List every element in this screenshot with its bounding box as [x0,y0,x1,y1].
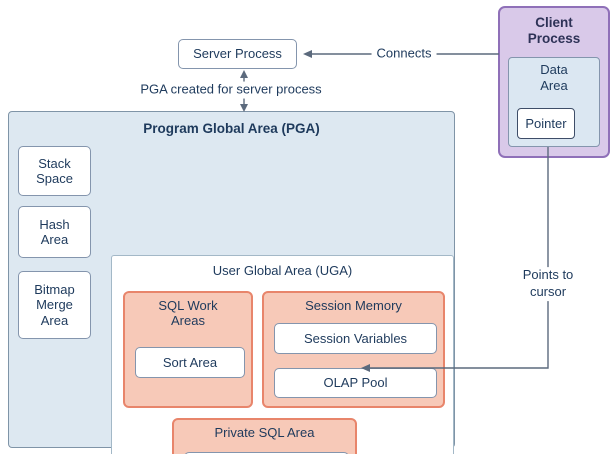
points-to-cursor-label: Points to cursor [520,267,576,301]
bitmap-merge-area-box: Bitmap Merge Area [18,271,91,339]
stack-space-label: Stack Space [36,155,73,186]
client-process-title: Client Process [527,15,581,47]
uga-title: User Global Area (UGA) [212,263,353,278]
connects-label: Connects [371,45,437,63]
session-memory-title: Session Memory [305,298,402,313]
stack-space-box: Stack Space [18,146,91,196]
olap-pool-label: OLAP Pool [323,375,388,391]
pga-created-label: PGA created for server process [135,81,327,99]
pointer-box: Pointer [517,108,575,139]
server-pga-arrowhead-up-icon [240,70,248,78]
server-process-box: Server Process [178,39,297,69]
data-area-label: Data Area [540,62,568,94]
sql-work-areas-box: SQL Work Areas Sort Area [123,291,253,408]
bitmap-merge-area-label: Bitmap Merge Area [34,282,75,328]
pga-title: Program Global Area (PGA) [143,121,320,136]
session-variables-box: Session Variables [274,323,437,354]
sort-area-label: Sort Area [162,354,218,370]
connects-arrowhead-left-icon [303,50,312,58]
private-sql-area-box: Private SQL Area Persistent Area Runtime… [172,418,357,454]
hash-area-box: Hash Area [18,206,91,258]
private-sql-area-title: Private SQL Area [214,425,315,440]
server-process-label: Server Process [193,46,282,62]
session-variables-label: Session Variables [303,330,408,346]
hash-area-label: Hash Area [39,216,70,247]
sort-area-box: Sort Area [135,347,245,378]
pga-container: Program Global Area (PGA) Stack Space Ha… [8,111,455,454]
pointer-label: Pointer [525,116,567,131]
uga-container: User Global Area (UGA) SQL Work Areas So… [111,255,454,454]
session-memory-box: Session Memory Session Variables OLAP Po… [262,291,445,408]
olap-pool-box: OLAP Pool [274,368,437,398]
sql-work-areas-title: SQL Work Areas [158,298,218,329]
